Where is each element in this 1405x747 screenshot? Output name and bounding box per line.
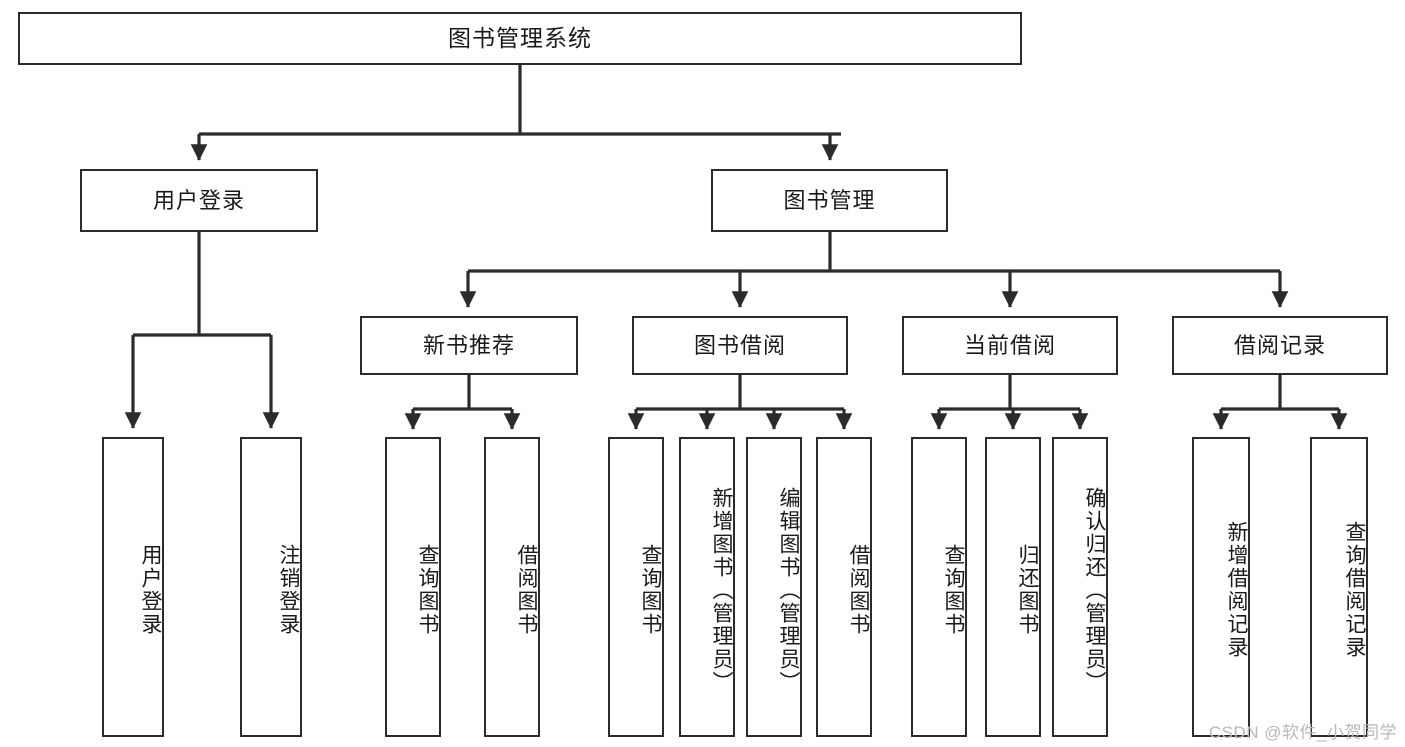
leaf-borrow-book[interactable]: 借阅图书: [816, 437, 872, 737]
node-root[interactable]: 图书管理系统: [18, 12, 1022, 65]
leaf-query-borrow-record[interactable]: 查询借阅记录: [1310, 437, 1368, 737]
node-root-label: 图书管理系统: [448, 25, 592, 52]
leaf-query-borrow-record-label: 查询借阅记录: [1343, 521, 1366, 659]
leaf-add-borrow-record[interactable]: 新增借阅记录: [1192, 437, 1250, 737]
node-book-borrow[interactable]: 图书借阅: [632, 316, 848, 375]
leaf-query-book-current[interactable]: 查询图书: [911, 437, 967, 737]
leaf-user-login[interactable]: 用户登录: [102, 437, 164, 737]
leaf-query-book-recommend[interactable]: 查询图书: [385, 437, 441, 737]
leaf-return-book-label: 归还图书: [1016, 544, 1039, 636]
node-new-book-recommend-label: 新书推荐: [422, 332, 515, 358]
leaf-borrow-book-recommend[interactable]: 借阅图书: [484, 437, 540, 737]
node-book-management[interactable]: 图书管理: [711, 169, 948, 232]
leaf-edit-book-admin-label: 编辑图书（管理员）: [777, 486, 800, 694]
leaf-user-login-label: 用户登录: [139, 544, 162, 636]
node-borrow-records[interactable]: 借阅记录: [1172, 316, 1388, 375]
leaf-confirm-return-admin[interactable]: 确认归还（管理员）: [1052, 437, 1108, 737]
node-user-login-label: 用户登录: [152, 187, 245, 213]
leaf-borrow-book-recommend-label: 借阅图书: [515, 544, 538, 636]
leaf-edit-book-admin[interactable]: 编辑图书（管理员）: [746, 437, 802, 737]
node-new-book-recommend[interactable]: 新书推荐: [360, 316, 578, 375]
leaf-query-book-borrow[interactable]: 查询图书: [608, 437, 664, 737]
node-current-borrow[interactable]: 当前借阅: [902, 316, 1118, 375]
node-book-management-label: 图书管理: [783, 187, 876, 213]
leaf-query-book-current-label: 查询图书: [942, 544, 965, 636]
leaf-query-book-borrow-label: 查询图书: [639, 544, 662, 636]
node-borrow-records-label: 借阅记录: [1233, 332, 1326, 358]
leaf-confirm-return-admin-label: 确认归还（管理员）: [1083, 486, 1106, 694]
leaf-add-borrow-record-label: 新增借阅记录: [1225, 521, 1248, 659]
leaf-logout-login[interactable]: 注销登录: [240, 437, 302, 737]
leaf-logout-login-label: 注销登录: [277, 544, 300, 636]
node-current-borrow-label: 当前借阅: [963, 332, 1056, 358]
leaf-add-book-admin[interactable]: 新增图书（管理员）: [679, 437, 735, 737]
leaf-return-book[interactable]: 归还图书: [985, 437, 1041, 737]
leaf-query-book-recommend-label: 查询图书: [416, 544, 439, 636]
leaf-add-book-admin-label: 新增图书（管理员）: [710, 486, 733, 694]
node-user-login[interactable]: 用户登录: [80, 169, 318, 232]
node-book-borrow-label: 图书借阅: [693, 332, 786, 358]
leaf-borrow-book-label: 借阅图书: [847, 544, 870, 636]
